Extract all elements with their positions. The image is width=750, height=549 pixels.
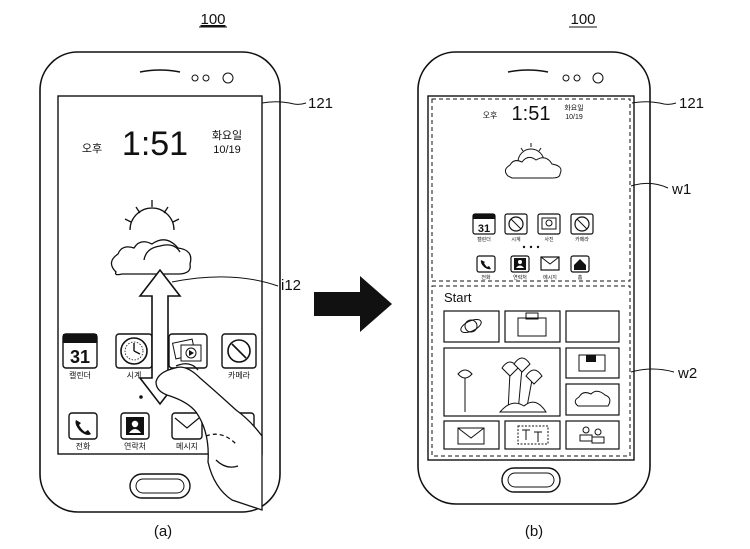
- message-icon: [174, 417, 200, 429]
- app-contacts[interactable]: 연락처: [120, 412, 150, 451]
- tile-mail[interactable]: [443, 420, 500, 450]
- tile-browser[interactable]: [443, 310, 500, 343]
- svg-text:메시지: 메시지: [176, 442, 198, 451]
- svg-text:화요일: 화요일: [564, 103, 583, 112]
- svg-text:전화: 전화: [481, 274, 491, 281]
- mini-app-calendar[interactable]: 31 캘린더: [472, 213, 496, 243]
- tile-dictionary[interactable]: [504, 420, 561, 450]
- svg-text:사진: 사진: [544, 236, 554, 243]
- weather-icon-b: [504, 143, 562, 179]
- svg-text:시계: 시계: [511, 236, 521, 243]
- svg-text:카메라: 카메라: [228, 371, 251, 380]
- svg-text:카메라: 카메라: [575, 236, 589, 243]
- transition-arrow: [314, 276, 392, 332]
- label-w1: w1: [671, 181, 691, 198]
- camera-icon: [227, 339, 251, 363]
- app-calendar[interactable]: 31 캘린더: [62, 333, 98, 380]
- app-camera[interactable]: 카메라: [221, 333, 257, 380]
- tile-shop[interactable]: [504, 310, 561, 343]
- mini-app-phone[interactable]: 전화: [476, 255, 496, 281]
- app-message[interactable]: 메시지: [171, 412, 203, 451]
- ref-number-a: 100: [200, 11, 225, 28]
- label-screen-b: 121: [679, 95, 704, 112]
- date-text: 10/19: [213, 144, 241, 156]
- mini-app-contacts[interactable]: 연락처: [510, 255, 530, 281]
- svg-text:연락처: 연락처: [513, 274, 527, 281]
- caption-b: (b): [525, 523, 543, 540]
- svg-text:31: 31: [478, 223, 490, 235]
- mini-app-camera[interactable]: 카메라: [570, 213, 594, 243]
- hand-gesture-illustration: [155, 363, 263, 511]
- mini-app-gallery[interactable]: 사진: [537, 213, 561, 243]
- phone-a-speaker: [139, 69, 181, 73]
- time-text: 1:51: [122, 125, 188, 163]
- svg-text:연락처: 연락처: [124, 441, 146, 451]
- svg-text:시계: 시계: [127, 370, 142, 380]
- tile-weather[interactable]: [565, 383, 620, 416]
- weather-icon: [110, 200, 192, 276]
- phone-a-front-camera: [222, 72, 234, 84]
- label-gesture: i12: [281, 277, 301, 294]
- mini-app-message[interactable]: 메시지: [540, 256, 560, 281]
- svg-text:캘린더: 캘린더: [477, 236, 491, 243]
- phone-b-home-button[interactable]: [501, 467, 561, 493]
- phone-a: 오후 1:51 화요일 10/19 31 캘린더 시계: [39, 51, 333, 513]
- phone-a-home-button[interactable]: [129, 473, 191, 499]
- start-label: Start: [444, 290, 472, 305]
- phone-icon: [75, 420, 91, 435]
- window-w2: [431, 285, 631, 457]
- svg-text:오후: 오후: [483, 111, 498, 120]
- window-w1: [431, 98, 631, 282]
- page-indicator: [139, 395, 143, 399]
- phone-a-sensor-2: [202, 74, 210, 82]
- phone-a-sensor: [191, 74, 199, 82]
- phone-b: 오후 1:51 화요일 10/19 31 캘린더 시계 사진: [417, 51, 704, 505]
- mini-app-home[interactable]: 홈: [570, 255, 590, 281]
- svg-text:10/19: 10/19: [565, 114, 583, 121]
- label-screen-a: 121: [308, 95, 333, 112]
- svg-text:메시지: 메시지: [543, 274, 557, 281]
- phone-b-front-camera: [592, 72, 604, 84]
- mini-app-clock[interactable]: 시계: [504, 213, 528, 243]
- svg-text:홈: 홈: [578, 274, 583, 281]
- time-text-b: 1:51: [512, 103, 551, 125]
- caption-a: (a): [154, 523, 172, 540]
- tile-photo-flowers[interactable]: [443, 347, 561, 417]
- tile-people[interactable]: [565, 420, 620, 450]
- label-w2: w2: [677, 365, 697, 382]
- tile-empty[interactable]: [565, 310, 620, 343]
- tile-folder[interactable]: [565, 347, 620, 379]
- weekday-text: 화요일: [212, 128, 242, 142]
- app-clock[interactable]: 시계: [115, 333, 153, 380]
- app-phone[interactable]: 전화: [68, 412, 98, 451]
- svg-text:캘린더: 캘린더: [69, 370, 91, 380]
- ampm-text: 오후: [82, 142, 102, 155]
- calendar-icon: 31: [70, 347, 90, 367]
- ref-number-b: 100: [570, 11, 595, 28]
- app-gallery[interactable]: [168, 333, 208, 369]
- svg-text:전화: 전화: [76, 441, 91, 451]
